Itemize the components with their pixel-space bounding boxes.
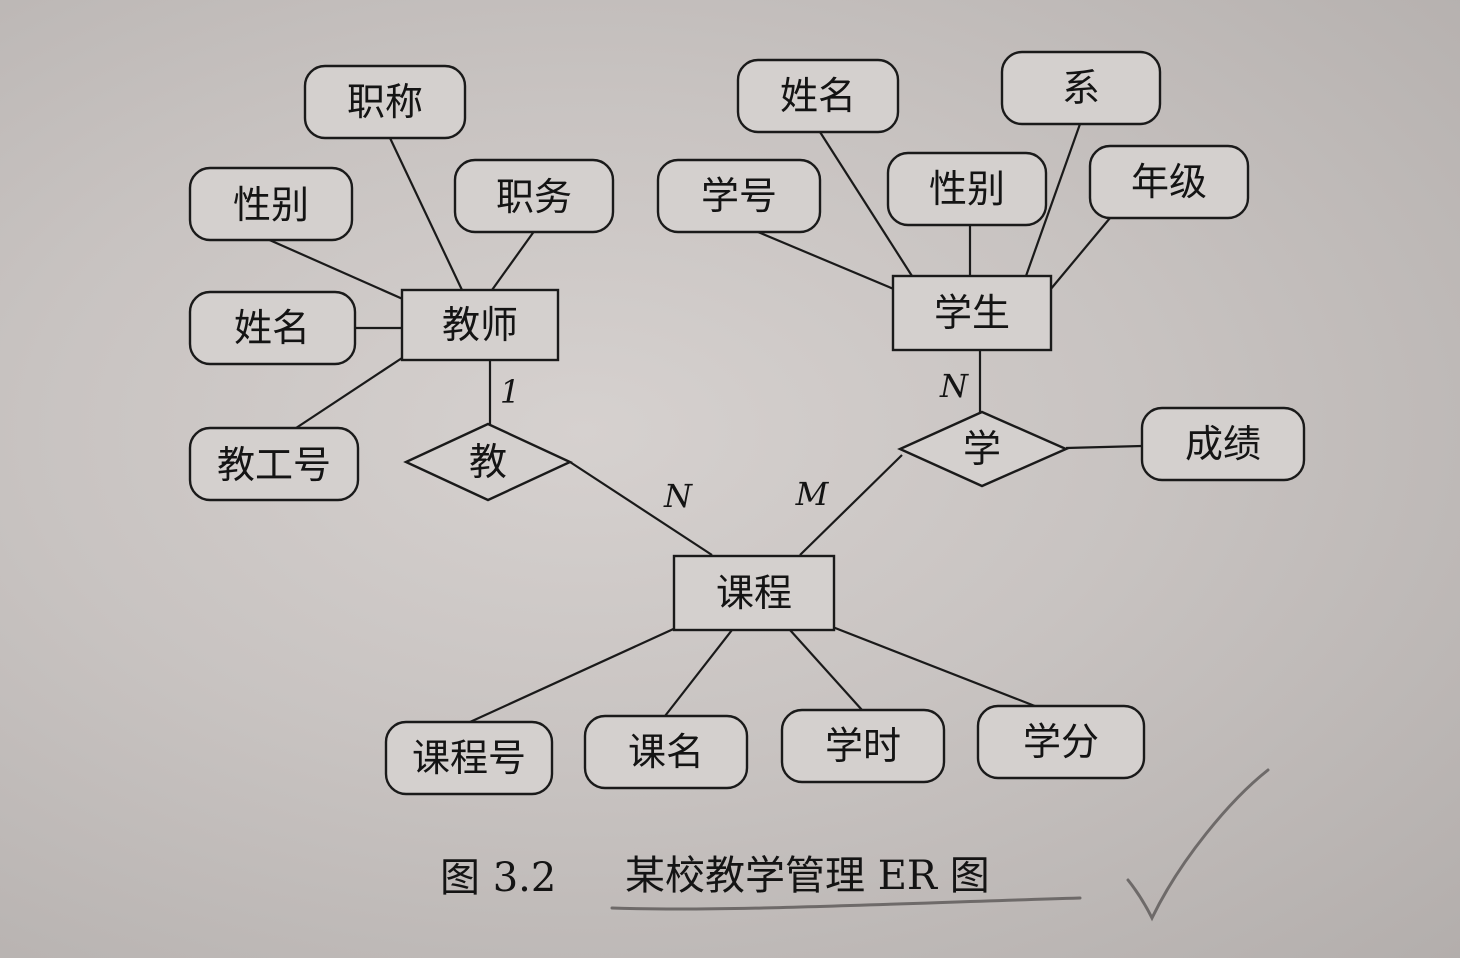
attr-student-id: 学号 bbox=[656, 158, 822, 234]
attr-course-credits: 学分 bbox=[976, 704, 1146, 780]
attr-teacher-gender-label: 性别 bbox=[233, 183, 309, 227]
connector-teacher-title bbox=[389, 137, 463, 291]
connector-student-name bbox=[819, 131, 913, 277]
connector-course-hours bbox=[789, 629, 863, 711]
attr-relationship-score: 成绩 bbox=[1140, 406, 1306, 482]
attr-course-hours-label: 学时 bbox=[825, 724, 901, 768]
relationship-teaches-label: 教 bbox=[469, 440, 507, 484]
attr-student-department: 系 bbox=[1000, 50, 1162, 126]
entity-course-label: 课程 bbox=[716, 571, 792, 615]
course-attributes: 课程号 课名 学时 学分 bbox=[384, 704, 1146, 796]
entity-student-label: 学生 bbox=[934, 291, 1010, 335]
connector-course-name bbox=[664, 629, 733, 717]
entity-teacher: 教师 bbox=[400, 288, 560, 362]
cardinality-teaches-course: N bbox=[663, 477, 693, 515]
connector-student-grade bbox=[1049, 217, 1111, 291]
connector-studies-course bbox=[799, 454, 903, 556]
attr-student-gender-label: 性别 bbox=[929, 167, 1005, 211]
cardinality-teacher-teaches: 1 bbox=[500, 373, 520, 411]
attr-student-department-label: 系 bbox=[1062, 66, 1100, 110]
cardinality-student-studies: N bbox=[939, 367, 969, 405]
entity-teacher-label: 教师 bbox=[442, 303, 518, 347]
attr-course-credits-label: 学分 bbox=[1023, 720, 1099, 764]
pen-checkmark bbox=[1126, 768, 1270, 922]
attr-course-name: 课名 bbox=[583, 714, 749, 790]
attr-student-name-label: 姓名 bbox=[780, 74, 856, 118]
attr-teacher-title-label: 职称 bbox=[347, 80, 423, 124]
entity-student: 学生 bbox=[891, 274, 1053, 352]
figure-number: 图 3.2 bbox=[440, 855, 556, 901]
attr-teacher-position: 职务 bbox=[453, 158, 615, 234]
attr-student-id-label: 学号 bbox=[701, 174, 777, 218]
attr-teacher-gender: 性别 bbox=[188, 166, 354, 242]
attr-course-hours: 学时 bbox=[780, 708, 946, 784]
handwritten-marks bbox=[610, 768, 1270, 922]
connector-studies-score bbox=[1065, 444, 1143, 450]
pen-underline bbox=[610, 896, 1082, 911]
attr-student-grade-label: 年级 bbox=[1131, 160, 1207, 204]
attr-course-id-label: 课程号 bbox=[412, 736, 526, 780]
attr-teacher-title: 职称 bbox=[303, 64, 467, 140]
connector-student-department bbox=[1024, 123, 1082, 277]
student-attributes: 姓名 系 学号 性别 年级 bbox=[656, 50, 1250, 234]
connector-course-credits bbox=[829, 624, 1041, 710]
connector-course-id bbox=[469, 624, 681, 724]
connector-teacher-staffid bbox=[289, 357, 403, 433]
figure-title: 某校教学管理 ER 图 bbox=[625, 853, 990, 899]
attr-teacher-name-label: 姓名 bbox=[234, 306, 310, 350]
attr-teacher-name: 姓名 bbox=[188, 290, 357, 366]
attr-student-gender: 性别 bbox=[886, 151, 1048, 227]
connector-teaches-course bbox=[569, 461, 713, 556]
connector-teacher-gender bbox=[264, 236, 406, 302]
attr-teacher-staffid-label: 教工号 bbox=[217, 443, 331, 487]
attr-course-id: 课程号 bbox=[384, 720, 554, 796]
connectors bbox=[264, 123, 1143, 724]
attr-student-grade: 年级 bbox=[1088, 144, 1250, 220]
attr-teacher-staffid: 教工号 bbox=[188, 426, 360, 502]
figure-caption: 图 3.2 某校教学管理 ER 图 bbox=[440, 853, 990, 901]
entity-course: 课程 bbox=[672, 554, 836, 632]
relationship-studies-label: 学 bbox=[963, 427, 1001, 471]
connector-student-id bbox=[757, 230, 897, 292]
attr-teacher-position-label: 职务 bbox=[496, 175, 572, 219]
connector-teacher-position bbox=[491, 229, 536, 291]
relationship-studies: 学 bbox=[897, 410, 1069, 488]
attr-student-name: 姓名 bbox=[736, 58, 900, 134]
teacher-attributes: 职称 性别 职务 姓名 教工号 bbox=[188, 64, 615, 502]
cardinality-studies-course: M bbox=[795, 475, 830, 513]
attr-relationship-score-label: 成绩 bbox=[1185, 422, 1261, 466]
attr-course-name-label: 课名 bbox=[628, 730, 704, 774]
relationship-teaches: 教 bbox=[403, 422, 573, 502]
